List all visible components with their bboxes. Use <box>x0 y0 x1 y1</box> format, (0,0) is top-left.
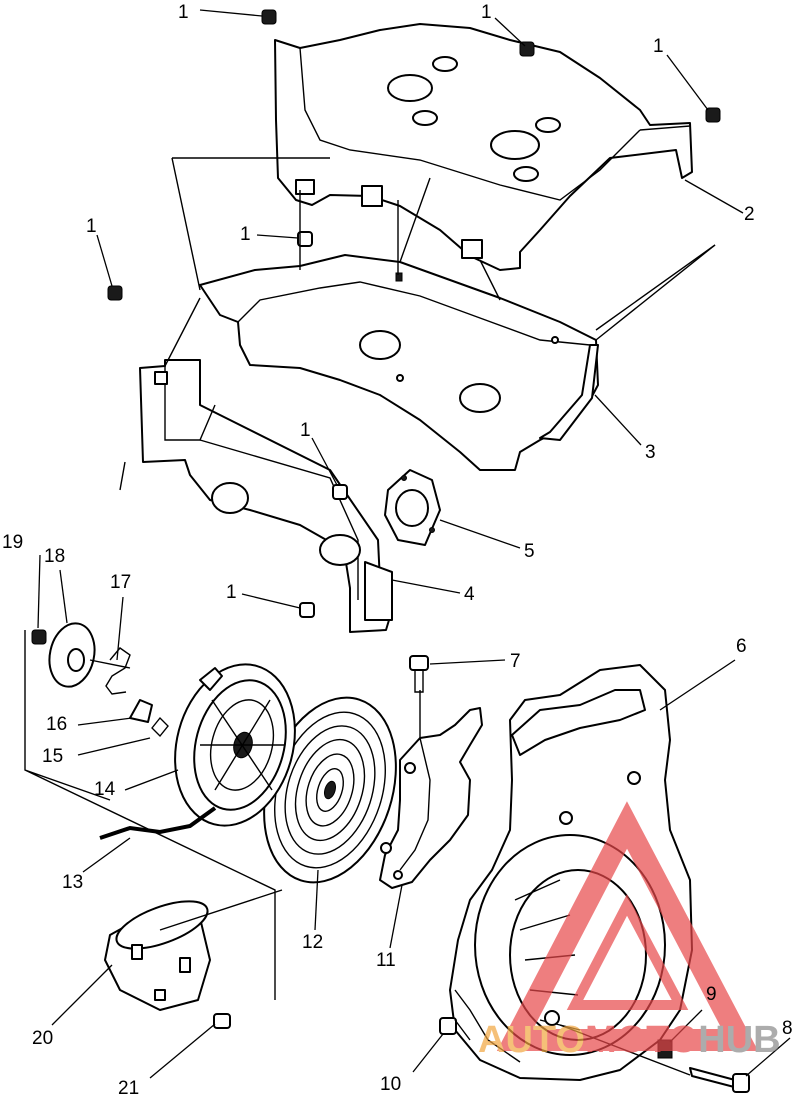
lower-shroud-part <box>139 359 393 633</box>
callout-14: 14 <box>94 779 116 800</box>
callout-16: 16 <box>46 714 67 735</box>
bolt-part-7 <box>409 655 429 693</box>
fasteners-part-1 <box>107 9 721 618</box>
callout-4: 4 <box>464 584 475 605</box>
callout-7: 7 <box>510 651 521 672</box>
callout-13: 13 <box>62 872 83 893</box>
starter-rope-part <box>99 806 217 840</box>
callout-20: 20 <box>32 1028 53 1049</box>
callout-21: 21 <box>118 1078 139 1099</box>
callout-9: 9 <box>706 984 717 1005</box>
callout-8: 8 <box>782 1018 793 1039</box>
callout-10: 10 <box>380 1074 401 1095</box>
callout-11: 11 <box>376 950 396 971</box>
gasket-part <box>384 469 441 546</box>
retainer-clip-part <box>105 647 131 695</box>
svg-text:AUTOMOTOHUB: AUTOMOTOHUB <box>478 1019 781 1061</box>
watermark-part2: MOTO <box>585 1019 698 1061</box>
nut-part-19 <box>31 629 47 645</box>
watermark-logo: AUTOMOTOHUB <box>478 801 781 1061</box>
callout-17: 17 <box>110 572 131 593</box>
callout-1-left: 1 <box>86 216 97 237</box>
starter-pulley-part <box>174 663 296 827</box>
callout-2: 2 <box>744 204 755 225</box>
assembly-guide-lines <box>24 157 716 1076</box>
upper-shroud-part <box>274 23 693 271</box>
leader-lines <box>37 9 791 1079</box>
starter-cup-part <box>104 900 211 1011</box>
callout-1-top-right: 1 <box>653 36 664 57</box>
callout-19: 19 <box>2 532 23 553</box>
pawl-part <box>129 699 153 723</box>
bolt-part-8 <box>689 1067 750 1093</box>
callout-1-center: 1 <box>300 420 311 441</box>
starter-bracket-part <box>379 707 483 889</box>
callout-5: 5 <box>524 541 535 562</box>
callout-3: 3 <box>645 442 656 463</box>
pawl-spring-part <box>151 716 169 738</box>
nut-part-10 <box>439 1017 457 1035</box>
callout-18: 18 <box>44 546 65 567</box>
middle-shroud-part <box>199 254 599 471</box>
callout-1-mid: 1 <box>240 224 251 245</box>
callout-15: 15 <box>42 746 63 767</box>
callout-1-top-left: 1 <box>178 2 189 23</box>
recoil-spring-part <box>263 696 397 884</box>
bolt-part-21 <box>213 1013 231 1029</box>
callout-1-lower: 1 <box>226 582 237 603</box>
callout-1-top-center: 1 <box>481 2 492 23</box>
callout-12: 12 <box>302 932 323 953</box>
watermark-part3: HUB <box>698 1019 780 1061</box>
callout-6: 6 <box>736 636 747 657</box>
friction-plate-part <box>48 622 131 688</box>
watermark-part1: AUTO <box>478 1019 585 1061</box>
